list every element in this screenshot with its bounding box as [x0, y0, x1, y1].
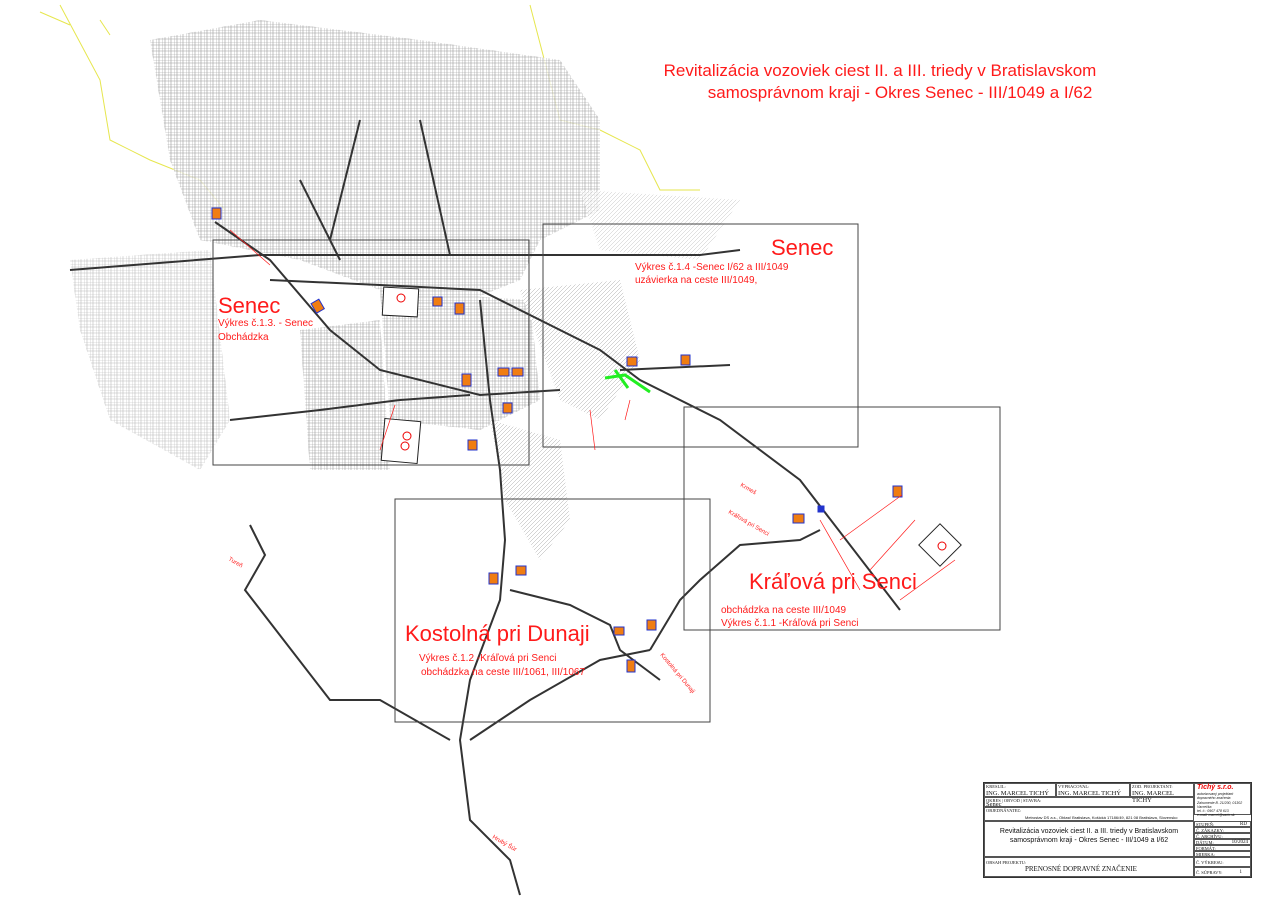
frame-sub-kostolna-b: obchádzka na ceste III/1061, III/1067	[421, 667, 585, 678]
frame-sub-senec-1-4-a: Výkres č.1.4 -Senec I/62 a III/1049	[635, 262, 789, 273]
company-name: Tichý s.r.o.	[1197, 784, 1234, 791]
frame-senec-1-3	[212, 239, 530, 466]
frame-senec-1-4	[542, 223, 859, 448]
drawing-title-line1: Revitalizácia vozoviek ciest II. a III. …	[664, 61, 1097, 80]
place-kralova: Kráľová pri Senci	[727, 510, 770, 538]
sign-icon	[515, 565, 527, 576]
roads	[69, 119, 901, 896]
sign-icon	[310, 298, 326, 314]
sign-icon	[211, 207, 222, 220]
kreslil: ING. MARCEL TICHÝ	[986, 790, 1050, 797]
sign-icon	[497, 367, 510, 377]
sign-icon	[626, 659, 636, 673]
annotation-leaders	[229, 229, 956, 601]
place-krmes: Krmeš	[739, 483, 757, 497]
sign-icon	[892, 485, 903, 498]
sign-icon	[646, 619, 657, 631]
frame-sub-senec-1-3-a: Výkres č.1.3. - Senec	[218, 318, 313, 329]
frame-title-kostolna: Kostolná pri Dunaji	[405, 621, 590, 646]
place-kostolna: Kostolná pri Dunaji	[658, 652, 695, 694]
obsah-projektu: PRENOSNÉ DOPRAVNÉ ZNAČENIE	[1025, 865, 1137, 873]
okres: Senec	[986, 801, 1002, 808]
sign-plates	[380, 286, 962, 567]
sign-icon	[511, 367, 524, 377]
drawing-frames	[212, 223, 1001, 723]
traffic-signs	[211, 207, 903, 673]
frame-sub-senec-1-4-b: uzávierka na ceste III/1049,	[635, 275, 757, 286]
place-hruby-sur: Hrubý Šúr	[491, 834, 518, 854]
sign-icon	[432, 296, 443, 307]
urban-area-senec	[70, 20, 740, 560]
sign-icon	[488, 572, 499, 585]
sign-icon	[454, 302, 465, 315]
sign-icon	[626, 356, 638, 367]
sign-icon	[467, 439, 478, 451]
sign-icon	[461, 373, 472, 387]
project-name-1: Revitalizácia vozoviek ciest II. a III. …	[999, 828, 1179, 835]
frame-sub-kralova-a: obchádzka na ceste III/1049	[721, 605, 847, 616]
frame-kostolna	[394, 498, 711, 723]
frame-title-senec-1-4: Senec	[771, 235, 833, 260]
sign-icon	[613, 626, 625, 636]
sign-icon	[680, 354, 691, 366]
sign-icon	[502, 402, 513, 414]
frame-title-senec-1-3: Senec	[218, 293, 280, 318]
frame-sub-senec-1-3-b: Obchádzka	[218, 332, 269, 343]
title-block: Kreslil: ING. MARCEL TICHÝ Vypracoval: I…	[983, 782, 1252, 878]
frame-kralova	[683, 406, 1001, 631]
objednavatel: Metrostav DS a.s., Oblasť Bratislava, Ko…	[1025, 815, 1178, 820]
place-turen: Tureň	[227, 557, 243, 570]
municipal-boundary	[39, 4, 700, 211]
cislo-supravy: 1	[1239, 870, 1243, 875]
datum: 10/2024	[1231, 840, 1248, 845]
sign-icon	[792, 513, 805, 524]
zodpovedny-projektant: ING. MARCEL TICHÝ	[1132, 790, 1174, 804]
sign-icon	[817, 505, 825, 513]
vypracoval: ING. MARCEL TICHÝ	[1058, 790, 1122, 797]
frame-sub-kostolna-a: Výkres č.1.2 -Kráľová pri Senci	[419, 653, 556, 664]
frame-sub-kralova-b: Výkres č.1.1 -Kráľová pri Senci	[721, 618, 858, 629]
project-name-2: samosprávnom kraji - Okres Senec - III/1…	[1009, 837, 1169, 844]
drawing-title-line2: samosprávnom kraji - Okres Senec - III/1…	[708, 83, 1093, 102]
closure-segment	[604, 369, 651, 394]
frame-title-kralova: Kráľová pri Senci	[749, 569, 917, 594]
